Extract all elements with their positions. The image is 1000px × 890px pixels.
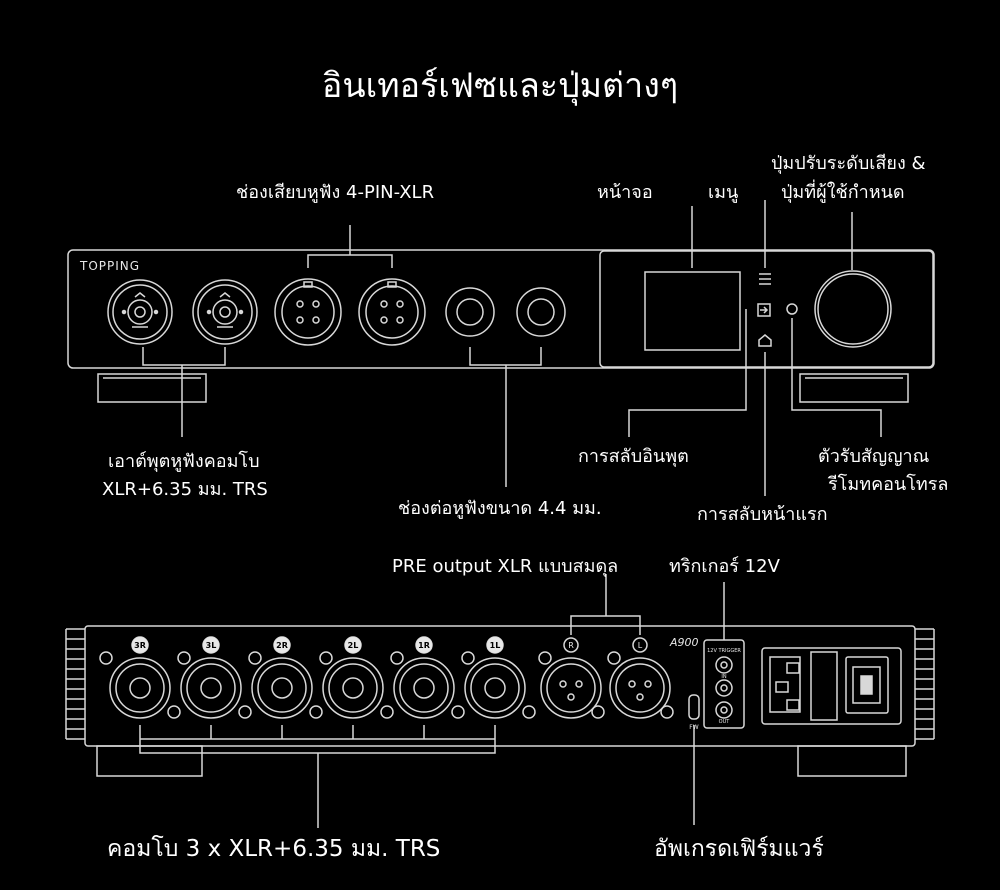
volume-knob: [814, 270, 892, 348]
trigger-out-label: OUT: [719, 719, 731, 725]
tag-1l: 1L: [490, 641, 501, 650]
trigger-in-label: IN: [721, 674, 726, 680]
tag-3r: 3R: [134, 641, 146, 650]
label-combo-line2: XLR+6.35 มม. TRS: [102, 479, 268, 500]
label-combo-line1: เอาต์พุตหูฟังคอมโบ: [108, 451, 260, 472]
label-knob-line2: ปุ่มที่ผู้ใช้กำหนด: [781, 182, 905, 203]
label-ir-line2: รีโมทคอนโทรล: [828, 474, 949, 495]
callout-xlr4: [307, 225, 393, 268]
rear-combo-4: [319, 636, 394, 719]
callout-4-4mm: [469, 347, 542, 487]
front-4-4mm-jack-1: [445, 287, 495, 337]
rear-combo-1: [99, 636, 181, 719]
callout-pre-out: [570, 574, 641, 635]
label-pre-out: PRE output XLR แบบสมดุล: [392, 556, 619, 577]
model-logo: A900: [669, 636, 699, 649]
brand-logo: TOPPING: [79, 259, 140, 273]
home-icon: [758, 334, 772, 347]
label-4-4mm: ช่องต่อหูฟังขนาด 4.4 มม.: [398, 498, 602, 519]
label-input-switch: การสลับอินพุต: [578, 446, 689, 467]
tag-pre-l: L: [638, 641, 643, 650]
trigger-box-label: 12V TRIGGER: [707, 648, 741, 654]
tag-3l: 3L: [206, 641, 217, 650]
tag-1r: 1R: [418, 641, 430, 650]
callout-ir: [791, 318, 882, 437]
label-knob-line1: ปุ่มปรับระดับเสียง &: [771, 153, 926, 174]
callout-input-switch: [628, 309, 747, 437]
input-icon: [757, 303, 771, 317]
rear-pre-xlr-l: [607, 637, 674, 719]
front-combo-jack-2: [192, 279, 258, 345]
tag-2l: 2L: [348, 641, 359, 650]
callout-combo3: [139, 725, 496, 828]
front-combo-jack-1: [107, 279, 173, 345]
label-ir-line1: ตัวรับสัญญาณ: [818, 446, 930, 467]
power-switch: [845, 656, 889, 714]
label-home-switch: การสลับหน้าแรก: [697, 504, 828, 525]
callout-combo: [142, 347, 226, 437]
label-trigger: ทริกเกอร์ 12V: [669, 556, 780, 577]
menu-icon: [759, 273, 771, 285]
tag-2r: 2R: [276, 641, 288, 650]
fw-label: FW: [689, 724, 698, 731]
front-4-4mm-jack-2: [516, 287, 566, 337]
usb-c-port: [688, 694, 700, 720]
page-title: อินเทอร์เฟซและปุ่มต่างๆ: [321, 66, 679, 106]
label-menu: เมนู: [708, 182, 739, 203]
front-screen: [644, 271, 741, 351]
power-inlet: [761, 647, 902, 725]
label-combo3: คอมโบ 3 x XLR+6.35 มม. TRS: [107, 836, 441, 862]
label-xlr4: ช่องเสียบหูฟัง 4-PIN-XLR: [236, 182, 435, 203]
front-xlr4-jack-1: [274, 278, 342, 346]
label-screen: หน้าจอ: [597, 182, 653, 203]
ir-receiver-icon: [786, 303, 798, 315]
front-xlr4-jack-2: [358, 278, 426, 346]
front-panel: [67, 200, 935, 496]
tag-pre-r: R: [568, 641, 574, 650]
label-firmware: อัพเกรดเฟิร์มแวร์: [654, 836, 824, 862]
rear-panel: [65, 574, 935, 828]
rear-pre-xlr-r: [538, 637, 605, 719]
